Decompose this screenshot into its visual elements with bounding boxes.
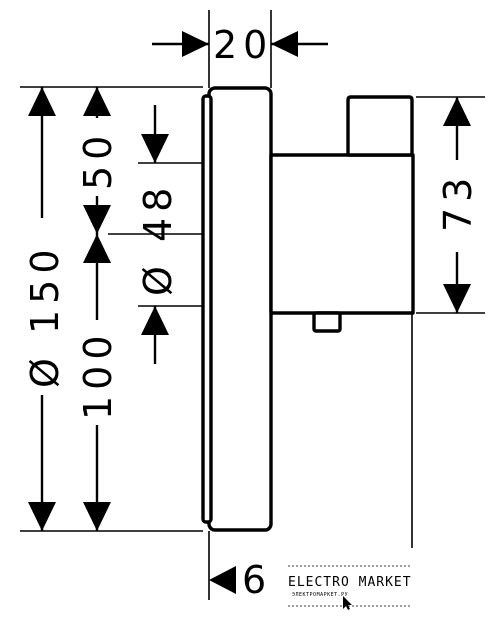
watermark-brand: ELECTRO MARKET: [288, 575, 412, 590]
thermostat-body: [269, 95, 415, 333]
watermark-tagline: ЭЛЕКТРОМАРКЕТ.РУ: [292, 592, 348, 598]
dim-overall-diameter-label: Ø 150: [23, 243, 67, 388]
watermark: ELECTRO MARKET ЭЛЕКТРОМАРКЕТ.РУ: [264, 556, 424, 622]
dim-overall-diameter: Ø 150: [23, 87, 67, 531]
dim-upper-offset-label: 50: [76, 130, 120, 190]
dim-top-width-label: 20: [213, 23, 273, 67]
dim-lower-offset-label: 100: [76, 329, 120, 420]
extension-lines: [20, 10, 485, 600]
dim-inner-diameter: Ø 48: [136, 105, 180, 364]
dim-bottom-partial: 6: [209, 558, 272, 602]
dim-projection-label: 73: [436, 172, 480, 232]
dim-bottom-partial-label: 6: [242, 558, 272, 602]
dim-inner-diameter-label: Ø 48: [136, 182, 180, 296]
cursor-icon: [343, 596, 352, 610]
cover-plate: [201, 86, 273, 532]
dim-offsets: 50 100: [76, 87, 120, 531]
dim-top-width: 20: [152, 23, 328, 67]
dim-projection: 73: [436, 97, 480, 313]
